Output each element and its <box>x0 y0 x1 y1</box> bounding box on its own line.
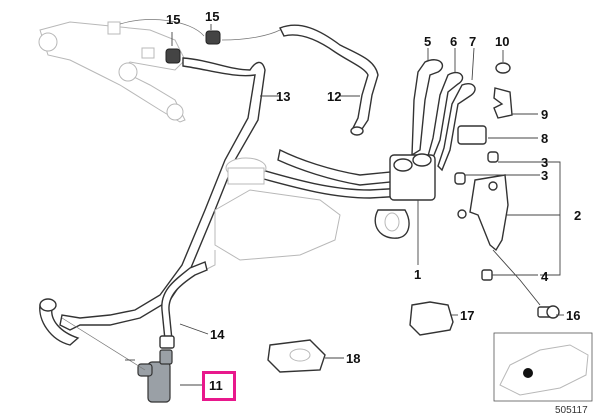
callout-13: 11 <box>209 378 223 393</box>
callout-6: 6 <box>450 34 458 49</box>
callout-10: 10 <box>495 34 510 49</box>
clamp-15-b <box>205 30 221 45</box>
callout-5: 5 <box>424 34 432 49</box>
grommet-3b <box>454 172 466 185</box>
hoses-5-6-7 <box>411 59 476 172</box>
callout-3-a: 3 <box>541 155 549 170</box>
clip-10 <box>495 62 511 74</box>
hose-12 <box>39 57 266 346</box>
callout-7: 7 <box>469 34 477 49</box>
hose-11 <box>279 24 379 136</box>
callout-2: 2 <box>574 208 582 223</box>
holder-17 <box>409 301 454 336</box>
expansion-tank-ghost <box>204 157 341 271</box>
callout-15-a: 15 <box>166 12 181 27</box>
pump-13 <box>137 349 173 403</box>
callout-16: 16 <box>566 308 581 323</box>
callout-11: 12 <box>327 89 342 104</box>
clip-9 <box>493 87 513 119</box>
clip-8 <box>457 125 487 145</box>
callout-8: 8 <box>541 131 549 146</box>
callout-14: 14 <box>210 327 225 342</box>
callout-4: 4 <box>541 269 549 284</box>
manifold-ghost <box>38 21 186 123</box>
callout-12: 13 <box>276 89 291 104</box>
clamp-15-a <box>165 48 181 64</box>
callout-18: 18 <box>346 351 361 366</box>
valve-1 <box>374 153 436 239</box>
callout-15-b: 15 <box>205 9 220 24</box>
callout-1: 1 <box>414 267 422 282</box>
grommet-3a <box>487 151 499 163</box>
callout-3-b: 3 <box>541 168 549 183</box>
callout-17: 17 <box>460 308 475 323</box>
highlight-box-13 <box>202 371 236 401</box>
seal-18 <box>267 339 326 373</box>
car-location-icon <box>523 368 533 378</box>
bolt-16 <box>537 305 560 319</box>
vehicle-location-inset <box>493 332 593 402</box>
hose-14 <box>159 261 208 349</box>
clip-4 <box>481 269 493 281</box>
bracket-2 <box>457 174 509 252</box>
diagram-number: 505117 <box>555 405 588 416</box>
callout-9: 9 <box>541 107 549 122</box>
